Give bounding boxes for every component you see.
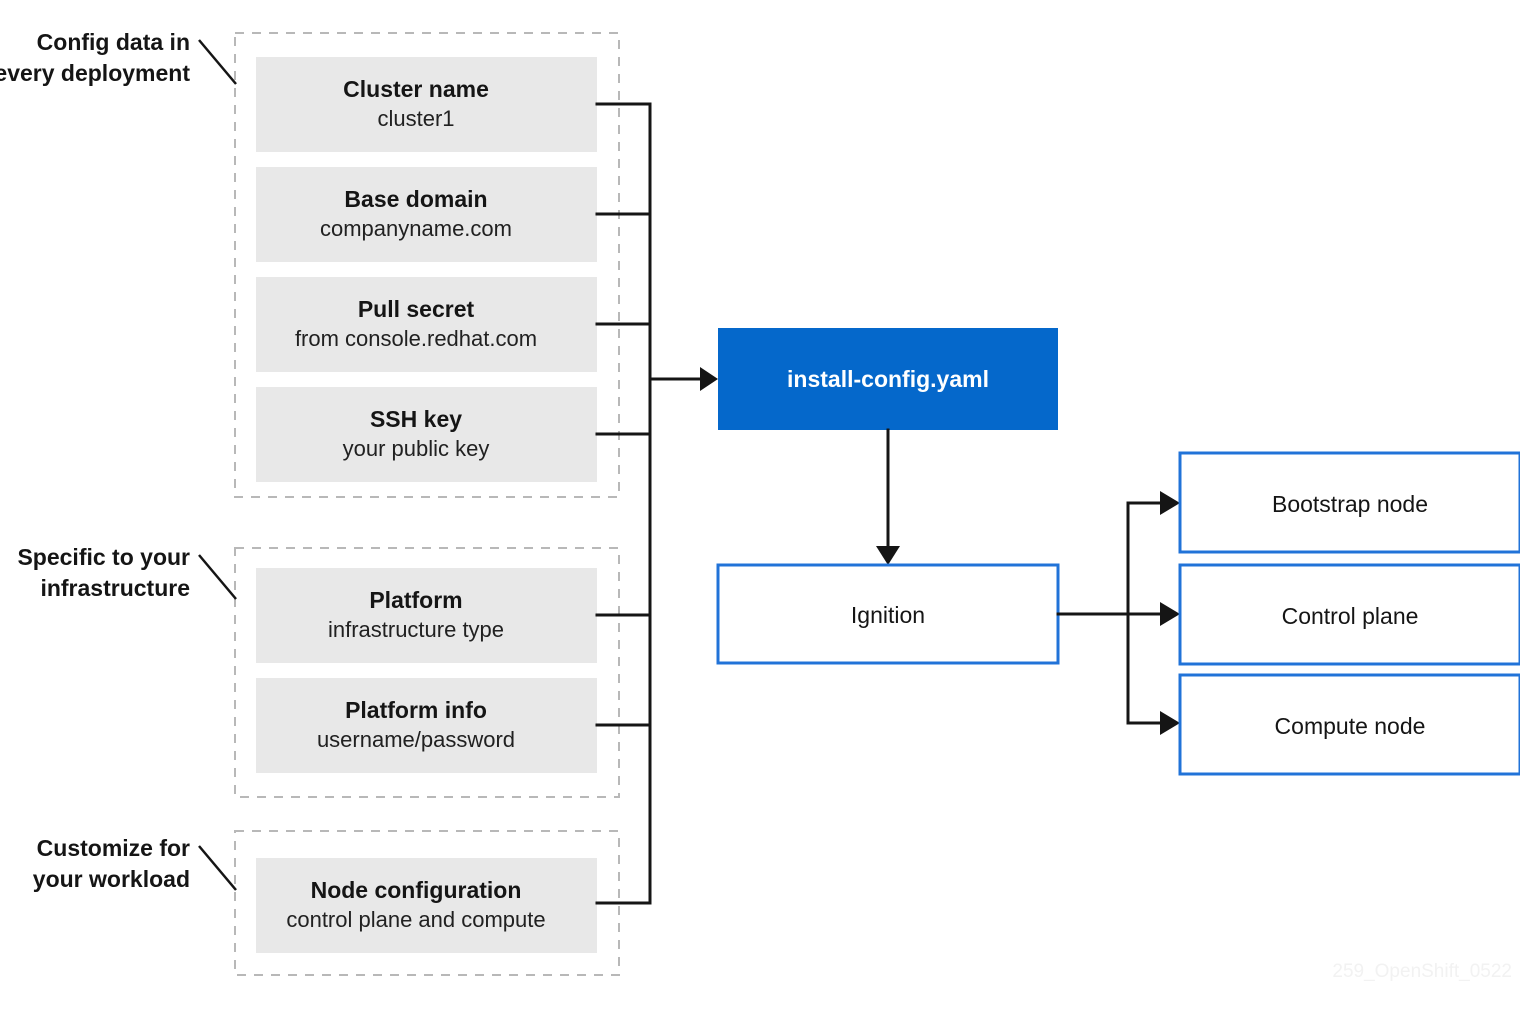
workload-group-label-line2: your workload [33,866,190,892]
config-item-platform-box [256,568,597,663]
config-item-base-domain-title: Base domain [344,186,487,212]
node-bootstrap-node-label: Bootstrap node [1272,491,1428,517]
ignition-box: Ignition [716,563,1060,665]
config-item-pull-secret-subtitle: from console.redhat.com [295,326,537,351]
config-item-platform-info-subtitle: username/password [317,727,515,752]
node-control-plane: Control plane [1178,563,1520,666]
workload-group: Customize for your workload Node configu… [33,830,620,976]
ignition-label: Ignition [851,602,925,628]
config-item-base-domain-box [256,167,597,262]
config-data-group-leader-line [198,39,237,85]
config-item-ssh-key-subtitle: your public key [343,436,490,461]
config-item-cluster-name-box [256,57,597,152]
node-compute-node-rect [1178,673,1520,776]
config-item-platform-subtitle: infrastructure type [328,617,504,642]
install-config-to-ignition-arrow-icon [876,546,900,565]
config-item-pull-secret: Pull secret from console.redhat.com [256,277,597,372]
config-item-base-domain-subtitle: companyname.com [320,216,512,241]
config-item-platform: Platform infrastructure type [256,568,597,663]
config-item-platform-title: Platform [369,587,462,613]
config-data-group: Config data in every deployment Cluster … [0,29,620,498]
infrastructure-group-boundary [234,547,620,798]
config-item-ssh-key: SSH key your public key [256,387,597,482]
collector-to-install-config-arrow-icon [700,367,718,391]
config-item-ssh-key-box [256,387,597,482]
config-item-platform-info-box [256,678,597,773]
config-collector-bus [595,102,718,905]
config-item-node-configuration-title: Node configuration [311,877,522,903]
config-item-platform-info-title: Platform info [345,697,487,723]
infrastructure-group-label-line1: Specific to your [17,544,190,570]
config-data-group-label-line2: every deployment [0,60,190,86]
branch-arrow-compute-node-icon [1160,711,1180,735]
config-item-cluster-name-subtitle: cluster1 [377,106,454,131]
node-bootstrap-node-rect [1178,451,1520,554]
config-item-cluster-name-title: Cluster name [343,76,489,102]
infrastructure-group-leader-line [198,554,237,600]
ignition-rect [716,563,1060,665]
ignition-branch-bus [1056,491,1180,735]
workload-group-label-line1: Customize for [37,835,190,861]
config-item-pull-secret-title: Pull secret [358,296,475,322]
infrastructure-group-label-line2: infrastructure [40,575,190,601]
config-data-group-label-line1: Config data in [37,29,190,55]
config-item-node-configuration-box [256,858,597,953]
config-item-pull-secret-box [256,277,597,372]
config-item-base-domain: Base domain companyname.com [256,167,597,262]
infrastructure-group: Specific to your infrastructure Platform… [17,544,620,798]
node-bootstrap-node: Bootstrap node [1178,451,1520,554]
config-item-platform-info: Platform info username/password [256,678,597,773]
workload-group-boundary [234,830,620,976]
workload-group-leader-line [198,845,237,891]
config-data-group-boundary [234,32,620,498]
install-config-yaml-label: install-config.yaml [787,366,989,392]
watermark-label: 259_OpenShift_0522 [1332,961,1512,982]
config-item-ssh-key-title: SSH key [370,406,462,432]
node-control-plane-label: Control plane [1282,603,1419,629]
install-config-yaml-box: install-config.yaml [718,328,1058,430]
install-config-to-ignition-connector [876,428,900,565]
config-item-node-configuration: Node configuration control plane and com… [256,858,597,953]
node-compute-node-label: Compute node [1275,713,1426,739]
install-config-yaml-rect [718,328,1058,430]
branch-arrow-control-plane-icon [1160,602,1180,626]
config-item-node-configuration-subtitle: control plane and compute [286,907,545,932]
node-compute-node: Compute node [1178,673,1520,776]
config-item-cluster-name: Cluster name cluster1 [256,57,597,152]
node-control-plane-rect [1178,563,1520,666]
branch-arrow-bootstrap-node-icon [1160,491,1180,515]
